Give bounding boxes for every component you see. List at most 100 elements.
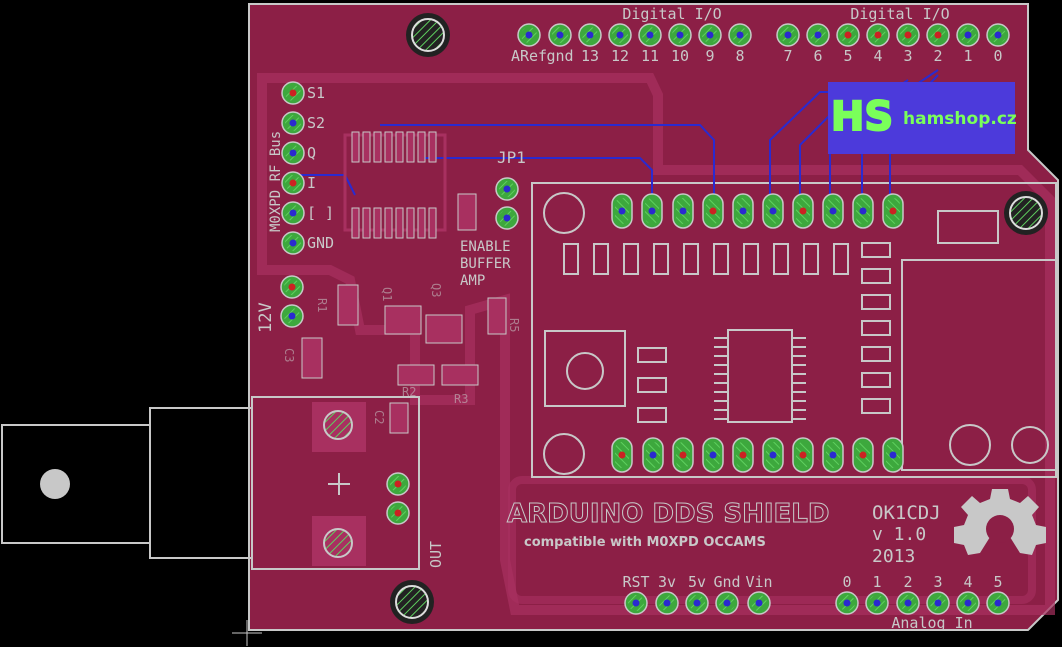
part-label-c2: C2: [372, 410, 386, 424]
open-hardware-gear-icon: [954, 489, 1046, 555]
dds-bottom-pad-2: [672, 437, 694, 473]
digital-pin-label-11: 11: [641, 47, 659, 65]
brand-logo: HS hamshop.cz: [828, 82, 1017, 154]
digital-pin-pad-13: [578, 23, 602, 47]
output-pad-1: [386, 472, 410, 496]
board-author: OK1CDJ: [872, 502, 941, 524]
digital-pin-pad-3: [896, 23, 920, 47]
dds-bottom-pad-7: [822, 437, 844, 473]
power-pin-pad-3v: [655, 591, 679, 615]
power-in-pad-2: [280, 304, 304, 328]
output-pad-2: [386, 501, 410, 525]
rf-bus-pin-label-4: [ ]: [307, 204, 334, 222]
digital-io-label-left: Digital I/O: [622, 5, 721, 23]
digital-pin-label-7: 7: [783, 47, 792, 65]
power-pin-label-5v: 5v: [688, 573, 706, 591]
analog-pin-label-3: 3: [933, 573, 942, 591]
digital-pin-pad-1: [956, 23, 980, 47]
brand-logo-letters: HS: [831, 94, 893, 140]
part-label-r5: R5: [507, 318, 521, 332]
part-label-r2: R2: [402, 385, 416, 399]
part-label-q1: Q1: [380, 287, 394, 301]
digital-pin-pad-4: [866, 23, 890, 47]
digital-pin-pad-aref: [517, 23, 541, 47]
analog-pin-label-4: 4: [963, 573, 972, 591]
analog-pin-pad-3: [926, 591, 950, 615]
brand-name: hamshop.cz: [903, 109, 1017, 129]
pin-layer: [280, 23, 1010, 615]
rf-bus-label: M0XPD RF Bus: [268, 131, 284, 232]
power-pin-pad-gnd: [715, 591, 739, 615]
digital-pin-pad-9: [698, 23, 722, 47]
analog-pin-label-2: 2: [903, 573, 912, 591]
digital-pin-label-1: 1: [963, 47, 972, 65]
rf-bus-pin-label-1: S2: [307, 114, 325, 132]
digital-io-label-right: Digital I/O: [850, 5, 949, 23]
board-version: v 1.0: [872, 524, 926, 545]
power-pin-pad-vin: [747, 591, 771, 615]
digital-pin-label-6: 6: [813, 47, 822, 65]
rf-bus-pad-2: [281, 141, 305, 165]
rf-bus-pad-3: [281, 171, 305, 195]
digital-pin-label-gnd: gnd: [546, 47, 573, 65]
output-label: OUT: [427, 541, 445, 568]
dds-bottom-pad-3: [702, 437, 724, 473]
jumper-label-line2: BUFFER: [460, 256, 511, 272]
dds-bottom-pad-4: [732, 437, 754, 473]
soic-ic: [343, 131, 447, 239]
board-title: ARDUINO DDS SHIELD: [507, 499, 829, 529]
power-pin-label-rst: RST: [622, 573, 649, 591]
dds-top-pad-2: [672, 193, 694, 229]
digital-pin-pad-10: [668, 23, 692, 47]
bnc-pads: [312, 402, 366, 566]
analog-pin-pad-2: [896, 591, 920, 615]
jumper-name: JP1: [497, 148, 526, 167]
board-year: 2013: [872, 546, 915, 567]
analog-pin-label-1: 1: [872, 573, 881, 591]
module-side-pads: [861, 242, 891, 414]
analog-pin-pad-1: [865, 591, 889, 615]
jumper-label-line1: ENABLE: [460, 239, 511, 255]
dds-top-pad-6: [792, 193, 814, 229]
digital-pin-label-5: 5: [843, 47, 852, 65]
dds-top-pad-7: [822, 193, 844, 229]
dds-bottom-pad-1: [642, 437, 664, 473]
bnc-connector: [1, 396, 420, 570]
dds-top-pad-4: [732, 193, 754, 229]
dds-top-pad-5: [762, 193, 784, 229]
origin-cross: [232, 620, 262, 646]
analog-pin-pad-5: [986, 591, 1010, 615]
power-pin-label-vin: Vin: [745, 573, 772, 591]
part-label-r1: R1: [315, 298, 329, 312]
jumper-label-line3: AMP: [460, 273, 485, 289]
power-in-label: 12V: [256, 302, 276, 333]
digital-pin-pad-0: [986, 23, 1010, 47]
part-label-r3: R3: [454, 392, 468, 406]
rf-bus-pin-label-3: I: [307, 174, 316, 192]
dds-top-pad-0: [611, 193, 633, 229]
analog-pin-label-0: 0: [842, 573, 851, 591]
part-label-c3: C3: [282, 348, 296, 362]
digital-pin-label-0: 0: [993, 47, 1002, 65]
digital-pin-pad-11: [638, 23, 662, 47]
silkscreen: Digital I/O Digital I/O Analog In M0XPD …: [256, 5, 973, 632]
rf-bus-pad-1: [281, 111, 305, 135]
analog-in-label: Analog In: [891, 614, 972, 632]
jumper-pad-2: [495, 206, 519, 230]
digital-pin-pad-7: [776, 23, 800, 47]
dds-bottom-pad-0: [611, 437, 633, 473]
dds-bottom-pad-5: [762, 437, 784, 473]
digital-pin-label-3: 3: [903, 47, 912, 65]
analog-pin-pad-4: [956, 591, 980, 615]
part-label-q3: Q3: [429, 283, 443, 297]
rf-bus-pin-label-2: Q: [307, 144, 316, 162]
dds-top-pad-1: [641, 193, 663, 229]
dds-top-pad-3: [702, 193, 724, 229]
rf-bus-pin-label-0: S1: [307, 84, 325, 102]
dds-module-pads-row: [563, 243, 849, 275]
power-pin-pad-5v: [685, 591, 709, 615]
digital-pin-label-10: 10: [671, 47, 689, 65]
rf-bus-pad-4: [281, 201, 305, 225]
